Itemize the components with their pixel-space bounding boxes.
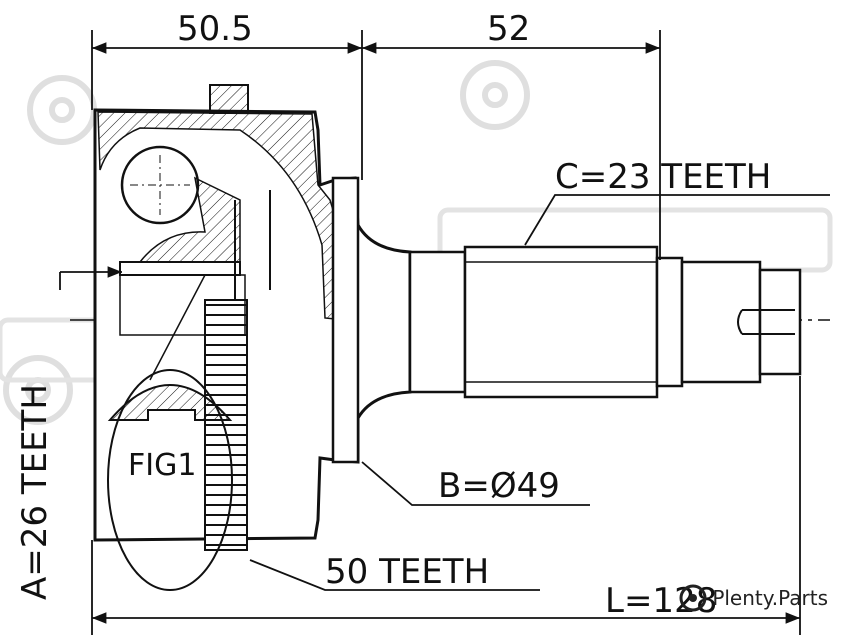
outer-spline-label: C=23 TEETH (555, 157, 771, 197)
brand-name: Plenty.Parts (712, 586, 828, 610)
stem-length-dimension: 52 (487, 9, 530, 49)
fig1-detail: FIG1 (107, 274, 233, 591)
seal-diameter-label: B=Ø49 (438, 466, 560, 506)
abs-tone-ring (204, 299, 248, 551)
inner-spline-label: A=26 TEETH (15, 384, 55, 600)
housing-tab (209, 84, 249, 114)
fig1-label: FIG1 (128, 448, 196, 483)
outer-shaft (408, 245, 802, 399)
joint-housing (93, 84, 412, 551)
brand-logo: Plenty.Parts (678, 583, 828, 613)
flange-length-dimension: 50.5 (177, 9, 253, 49)
brake-disc-icon (679, 584, 707, 612)
dimension-lines (59, 30, 830, 635)
abs-ring-label: 50 TEETH (325, 552, 489, 592)
